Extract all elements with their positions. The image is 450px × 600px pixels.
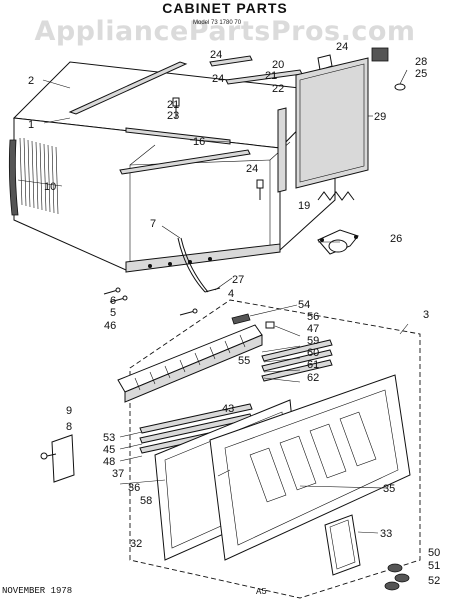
control-knobs (384, 563, 410, 591)
side-gasket (8, 139, 19, 216)
callout-25: 25 (415, 68, 427, 80)
side-louvers (19, 137, 59, 215)
callout-53: 53 (103, 432, 115, 444)
callout-19: 19 (298, 200, 310, 212)
callout-43: 43 (222, 403, 234, 415)
corner-block (371, 47, 389, 62)
callout-46: 46 (104, 320, 116, 332)
base-bolts (103, 287, 221, 316)
callout-21-left: 21 (167, 99, 179, 111)
callout-24-top: 24 (210, 49, 222, 61)
callout-10: 10 (44, 181, 56, 193)
callout-1: 1 (28, 119, 34, 131)
leader-lines (17, 69, 409, 534)
callout-50: 50 (428, 547, 440, 559)
callout-51: 51 (428, 560, 440, 572)
callout-58: 58 (140, 495, 152, 507)
callout-62: 62 (307, 372, 319, 384)
callout-56: 56 (307, 311, 319, 323)
diagram-title: CABINET PARTS (162, 0, 288, 16)
callout-60: 60 (307, 347, 319, 359)
callout-37: 37 (112, 468, 124, 480)
side-curtain-panel (295, 57, 369, 189)
front-grille (209, 374, 411, 561)
callout-28: 28 (415, 56, 427, 68)
louver-clip (265, 321, 275, 329)
callout-numbers: 2 1 10 21 23 16 24 24 20 21 22 24 24 28 … (28, 41, 440, 587)
base-rail-holes (148, 257, 212, 268)
callout-4: 4 (228, 288, 234, 300)
callout-9: 9 (66, 405, 72, 417)
callout-27: 27 (232, 274, 244, 286)
callout-32: 32 (130, 538, 142, 550)
callout-26: 26 (390, 233, 402, 245)
louver-bar-assembly (117, 324, 263, 403)
callout-35: 35 (383, 483, 395, 495)
callout-24-clip: 24 (336, 41, 348, 53)
callout-7: 7 (150, 218, 156, 230)
callout-20: 20 (272, 59, 284, 71)
callout-8: 8 (66, 421, 72, 433)
callout-22: 22 (272, 83, 284, 95)
callout-47: 47 (307, 323, 319, 335)
callout-36: 36 (128, 482, 140, 494)
callout-3: 3 (423, 309, 429, 321)
callout-61: 61 (307, 359, 319, 371)
callout-24-screw: 24 (246, 163, 258, 175)
access-door (324, 514, 361, 576)
callout-48: 48 (103, 456, 115, 468)
callout-21-right: 21 (265, 70, 277, 82)
callout-54: 54 (298, 299, 310, 311)
callout-16: 16 (193, 136, 205, 148)
top-rails (68, 55, 303, 175)
callout-45: 45 (103, 444, 115, 456)
louver-pivot (231, 313, 251, 325)
model-number: Model 73 1780 70 (193, 20, 242, 26)
callout-24-mid: 24 (212, 73, 224, 85)
callout-33: 33 (380, 528, 392, 540)
spring-clip (317, 191, 355, 201)
footer-page-number: A5 (256, 587, 267, 597)
callout-6: 6 (110, 295, 116, 307)
callout-55: 55 (238, 355, 250, 367)
grille-assembly-outline (129, 299, 421, 599)
callout-29: 29 (374, 111, 386, 123)
callout-52: 52 (428, 575, 440, 587)
footer-date: NOVEMBER 1978 (2, 586, 73, 596)
control-side-panel (40, 434, 75, 483)
callout-23: 23 (167, 110, 179, 122)
callout-2: 2 (28, 75, 34, 87)
drain-tube (177, 237, 206, 293)
callout-59: 59 (307, 335, 319, 347)
vertical-seal-strip (277, 107, 287, 193)
callout-5: 5 (110, 307, 116, 319)
